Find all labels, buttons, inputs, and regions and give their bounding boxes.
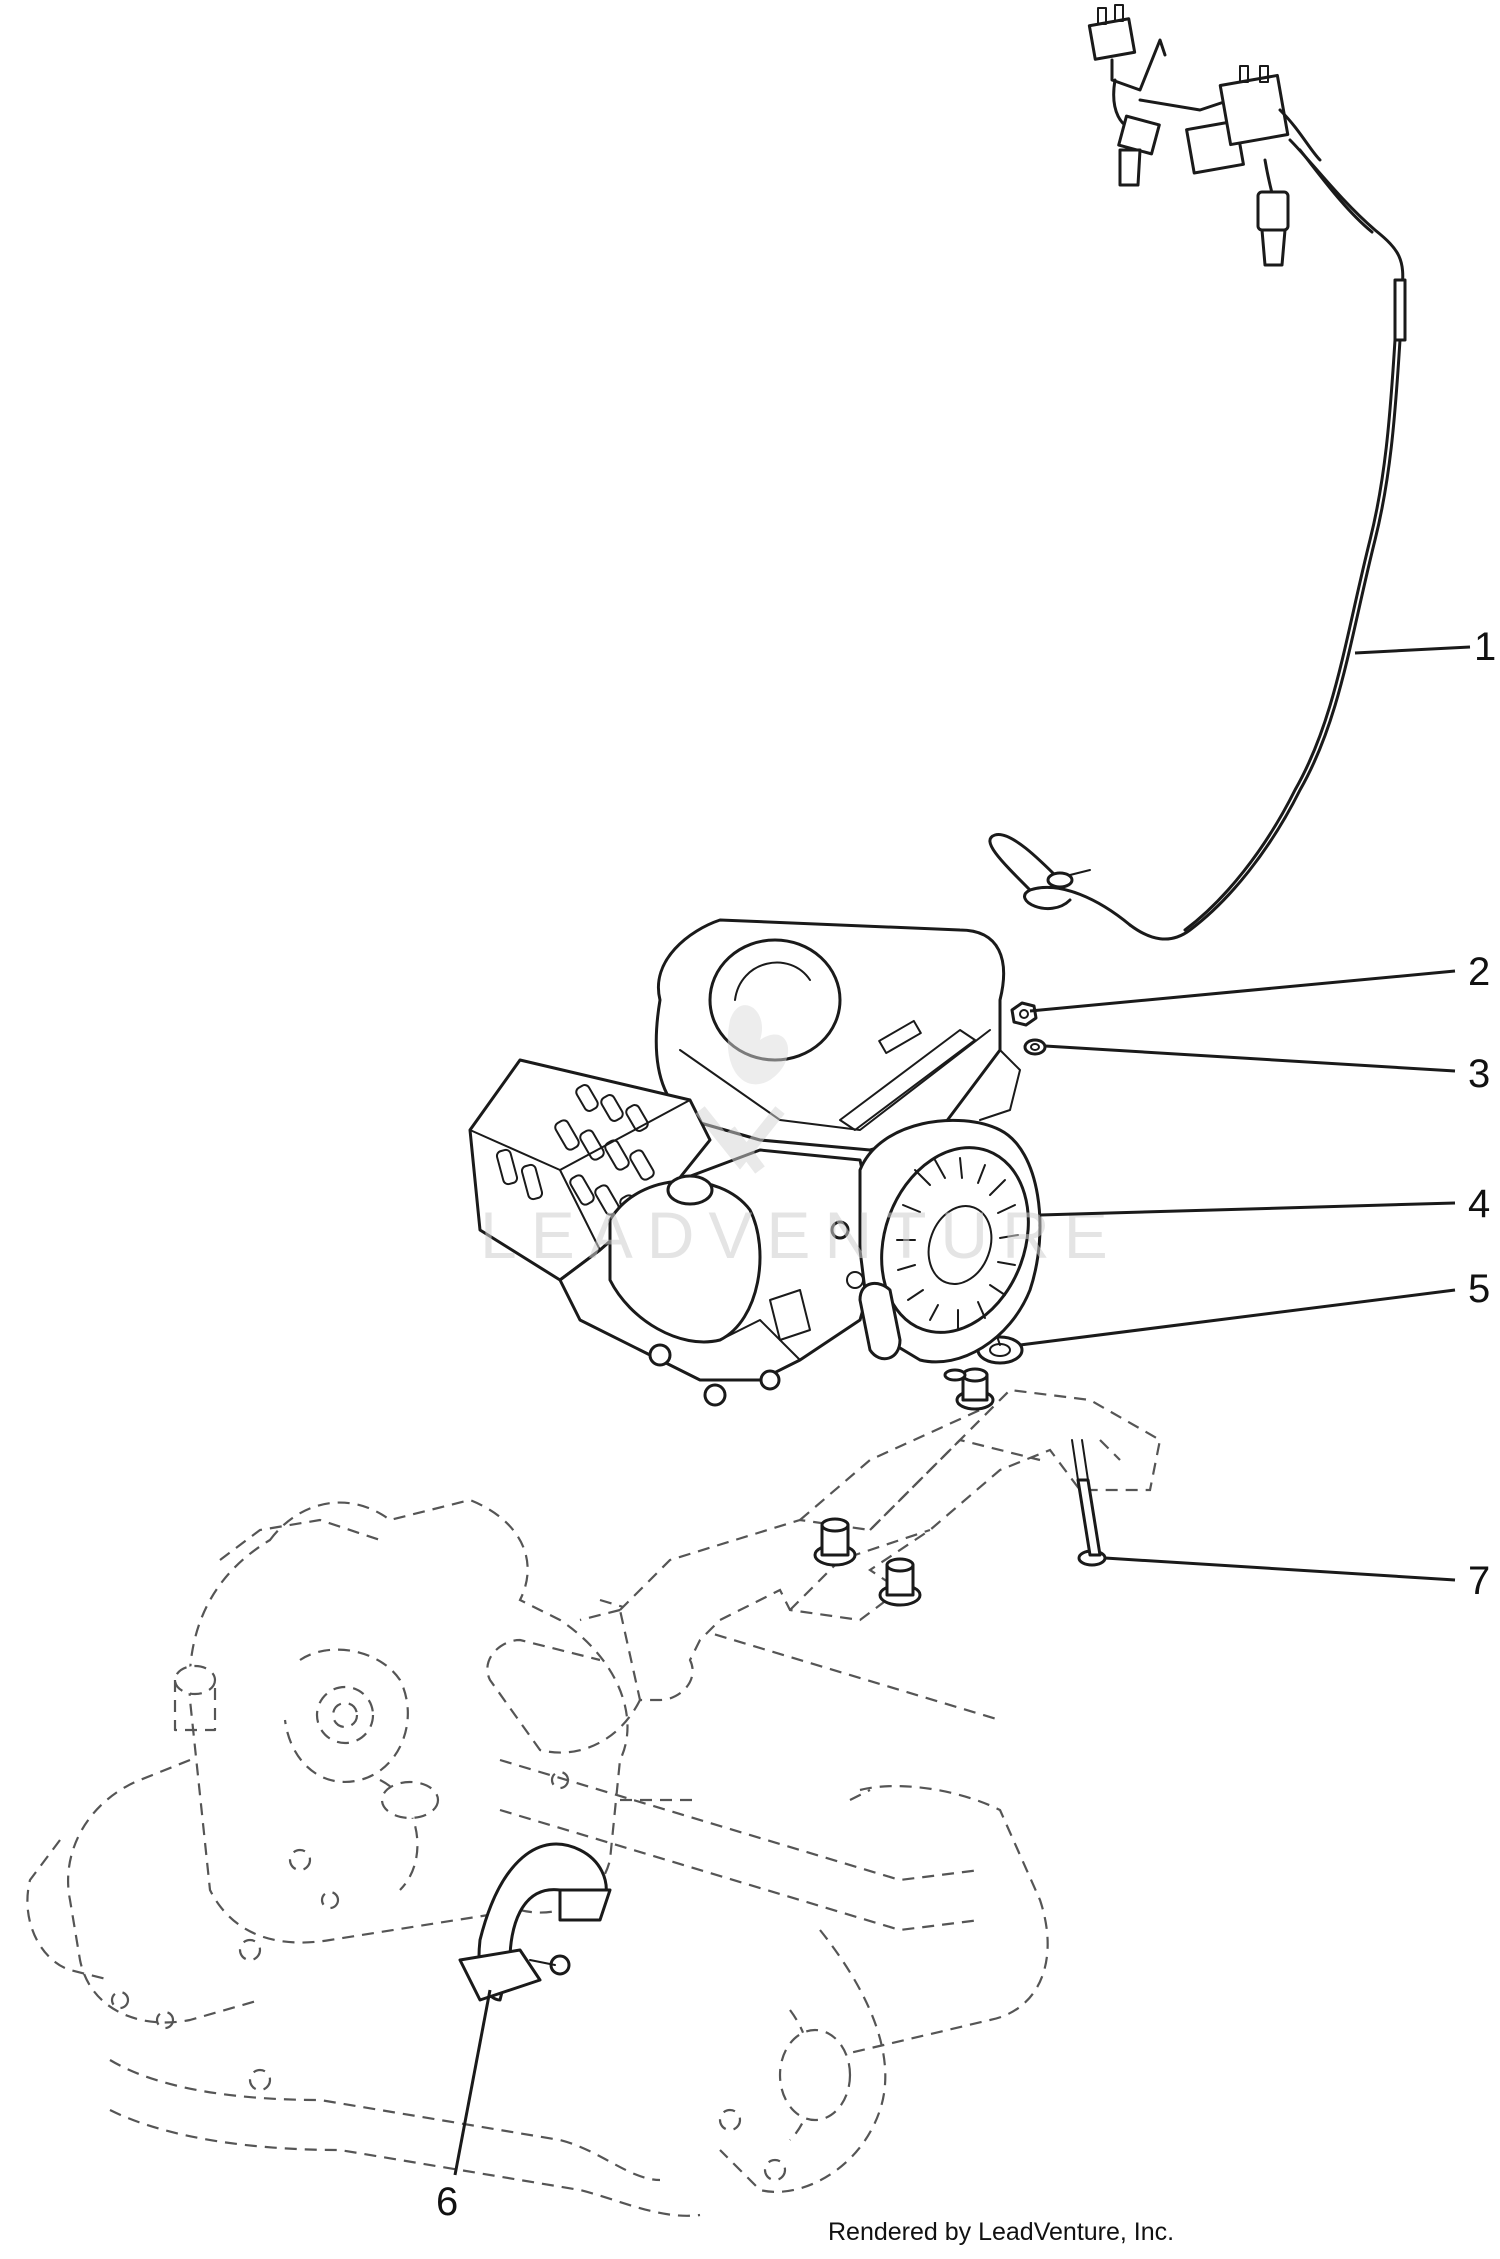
part-3-washer (1023, 1038, 1047, 1056)
watermark: LEADVENTURE (480, 1005, 1122, 1272)
callout-6: 6 (436, 2180, 458, 2224)
callout-4: 4 (1468, 1182, 1490, 1226)
watermark-text: LEADVENTURE (480, 1198, 1122, 1272)
part-2-nut (1010, 1001, 1038, 1027)
mount-studs (813, 1367, 995, 1607)
callout-1: 1 (1474, 625, 1496, 669)
part-1-wire-harness (988, 4, 1407, 941)
callout-7: 7 (1468, 1559, 1490, 1603)
callouts: 1 2 3 4 5 6 7 (436, 625, 1496, 2224)
leader-7 (1104, 1556, 1456, 1582)
render-credit: Rendered by LeadVenture, Inc. (828, 2218, 1175, 2246)
leader-6 (453, 1989, 492, 2176)
part-6-belt-guard (458, 1842, 612, 2002)
part-7-bolt (1071, 1439, 1107, 1567)
callout-3: 3 (1468, 1052, 1490, 1096)
leader-1 (1354, 645, 1471, 655)
callout-5: 5 (1468, 1267, 1490, 1311)
leader-5 (1019, 1288, 1456, 1347)
leader-4 (1039, 1201, 1456, 1217)
leader-2 (1029, 969, 1456, 1013)
tiller-frame-outline (26, 1498, 1049, 2217)
callout-2: 2 (1468, 950, 1490, 994)
starter-vents (896, 1157, 1019, 1329)
leader-lines (453, 645, 1471, 2176)
leader-3 (1044, 1044, 1456, 1073)
